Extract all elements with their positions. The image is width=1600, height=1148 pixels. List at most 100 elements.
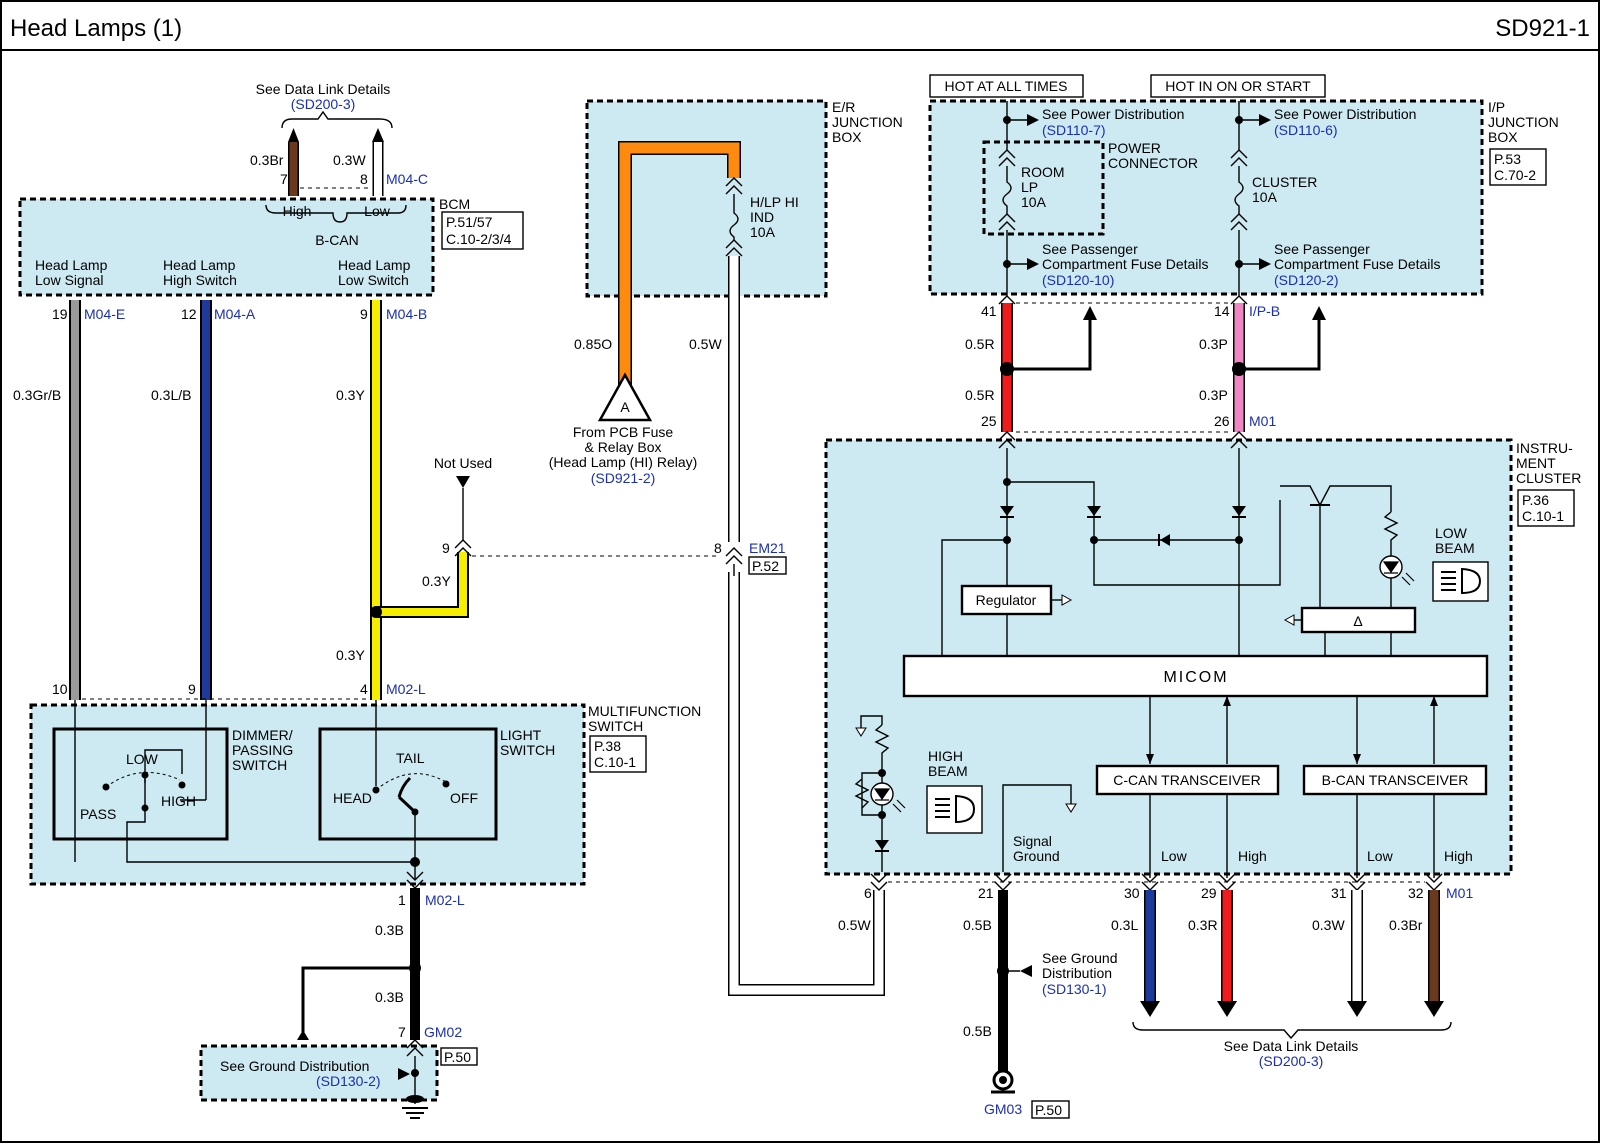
light-switch-box <box>318 727 498 841</box>
diode-1 <box>1000 506 1014 516</box>
connector-9-nu <box>454 539 472 557</box>
sig-gnd-1: Signal <box>1013 833 1052 849</box>
bcm-sig1b: Low Signal <box>35 272 104 288</box>
bcan-high: High <box>1444 848 1473 864</box>
ground-distribution-box <box>199 1044 439 1102</box>
wire-label-03w-b: 0.3W <box>1312 917 1345 933</box>
bcm-box <box>18 197 435 297</box>
bcan-bracket <box>265 204 407 223</box>
delta-arrow <box>1283 614 1295 626</box>
hot-on-start: HOT IN ON OR START <box>1165 78 1311 94</box>
wire-label-05w: 0.5W <box>689 336 722 352</box>
hb-diode <box>875 840 889 850</box>
can-low-label: Low <box>364 203 391 219</box>
from-pcb-1: From PCB Fuse <box>573 424 674 440</box>
pin-26: 26 <box>1214 413 1230 429</box>
gnd-dist-ref: (SD130-2) <box>316 1073 381 1089</box>
wire-p-branch <box>1239 316 1321 371</box>
connector-a-triangle <box>597 372 653 422</box>
er-name1: E/R <box>832 99 855 115</box>
gd-label-1: See Ground <box>1042 950 1118 966</box>
conn-m01-top: M01 <box>1249 413 1276 429</box>
ccan-box <box>1095 764 1280 796</box>
data-link-bottom-ref: (SD200-3) <box>1259 1053 1324 1069</box>
cluster-name3: CLUSTER <box>1516 470 1581 486</box>
er-name3: BOX <box>832 129 862 145</box>
bcm-ref1: P.51/57 <box>446 214 493 230</box>
wire-label-y1: 0.3Y <box>336 387 365 403</box>
fuse-hlp-3: 10A <box>750 224 776 240</box>
bcan-arr-2 <box>1430 696 1438 706</box>
mfs-name1: MULTIFUNCTION <box>588 703 701 719</box>
cluster-ref-box <box>1517 489 1575 527</box>
pd2-label: See Power Distribution <box>1274 106 1416 122</box>
not-used-label: Not Used <box>434 455 492 471</box>
bcm-ref-box <box>441 211 524 250</box>
wire-r-branch-arrow <box>1083 306 1097 320</box>
bcm-sig3a: Head Lamp <box>338 257 411 273</box>
splice-gnd-left <box>411 1069 419 1077</box>
pin-41: 41 <box>981 303 997 319</box>
pd1-ref: (SD110-7) <box>1042 122 1106 138</box>
gnd-left-symbol <box>406 1095 424 1103</box>
micom-box <box>902 654 1489 698</box>
fuse-hlp-2: IND <box>750 209 774 225</box>
low-beam-2: BEAM <box>1435 540 1475 556</box>
wire-label-y3: 0.3Y <box>336 647 365 663</box>
dimmer-contact-high <box>178 781 186 789</box>
pf2-arrow <box>1259 258 1271 270</box>
conn-ipb: I/P-B <box>1249 303 1280 319</box>
ip-ref1: P.53 <box>1494 151 1521 167</box>
gnd-dist-label: See Ground Distribution <box>220 1058 369 1074</box>
bcm-sig3b: Low Switch <box>338 272 409 288</box>
dimmer-contact-pass <box>102 783 110 791</box>
arrow-up-w <box>372 128 384 142</box>
light-head: HEAD <box>333 790 372 806</box>
conn-m02l-top: M02-L <box>386 681 426 697</box>
wire-label-085o: 0.85O <box>574 336 612 352</box>
fuse-room <box>1002 166 1012 214</box>
arrow-down-30 <box>1140 1001 1160 1017</box>
pin-31: 31 <box>1331 885 1347 901</box>
light-lever <box>397 795 417 814</box>
dimmer-high: HIGH <box>161 793 196 809</box>
cluster-name2: MENT <box>1516 455 1556 471</box>
connector-6 <box>870 873 888 891</box>
connector-er-top <box>725 177 743 195</box>
pin-8-top: 8 <box>360 171 368 187</box>
conn-m04c: M04-C <box>386 171 428 187</box>
pf1-ref: (SD120-10) <box>1042 272 1114 288</box>
not-used-arrow <box>456 476 470 488</box>
gm02-ref: P.50 <box>444 1049 471 1065</box>
pin-32: 32 <box>1408 885 1424 901</box>
pc-label2: CONNECTOR <box>1108 155 1198 171</box>
mfs-ref2: C.10-1 <box>594 754 636 770</box>
arrow-down-31 <box>1347 1001 1367 1017</box>
micom-label: MICOM <box>1163 669 1228 686</box>
light-label2: SWITCH <box>500 742 555 758</box>
hb-resistor-2 <box>854 778 870 809</box>
light-off: OFF <box>450 790 478 806</box>
dimmer-label1: DIMMER/ <box>232 727 293 743</box>
pd2-ref: (SD110-6) <box>1274 122 1338 138</box>
data-link-bottom-label: See Data Link Details <box>1224 1038 1359 1054</box>
conn-gm03: GM03 <box>984 1101 1022 1117</box>
wire-r-branch <box>1007 316 1092 371</box>
conn-14-chevron <box>1230 295 1248 305</box>
dimmer-label2: PASSING <box>232 742 293 758</box>
low-beam-1: LOW <box>1435 525 1468 541</box>
hb-diode-glyph <box>873 788 891 801</box>
wire-label-05r-2: 0.5R <box>965 387 995 403</box>
ccan-high: High <box>1238 848 1267 864</box>
bcm-sig2b: High Switch <box>163 272 237 288</box>
conn-m04b: M04-B <box>386 306 427 322</box>
ip-name1: I/P <box>1488 99 1505 115</box>
diode-2 <box>1087 506 1101 516</box>
sig-gnd-2: Ground <box>1013 848 1060 864</box>
cluster-name1: INSTRU- <box>1516 440 1573 456</box>
pin-6: 6 <box>864 885 872 901</box>
pin-1-m02l: 1 <box>398 892 406 908</box>
connector-26 <box>1230 431 1248 449</box>
low-beam-icon <box>1441 567 1482 595</box>
